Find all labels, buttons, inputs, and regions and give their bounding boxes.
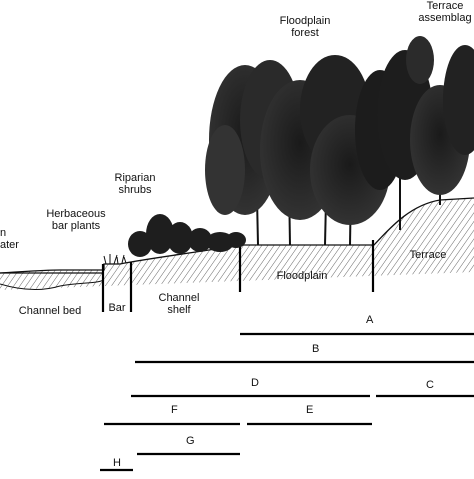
segment-H-label: H xyxy=(113,457,121,469)
channel-shelf-line1: Channel xyxy=(158,292,200,304)
terrace-assemblage-label: Terrace assemblag xyxy=(410,0,474,24)
herbaceous-label: Herbaceous bar plants xyxy=(36,208,116,232)
herbaceous-plants xyxy=(103,254,127,265)
terrace-assemblage-line1: Terrace xyxy=(426,0,464,12)
segment-C-label: C xyxy=(426,379,434,391)
riparian-shrubs-line2: shrubs xyxy=(118,184,152,196)
herbaceous-line1: Herbaceous xyxy=(46,208,106,220)
segment-D-label: D xyxy=(251,377,259,389)
riparian-shrubs xyxy=(128,214,246,257)
riparian-shrubs-label: Riparian shrubs xyxy=(105,172,165,196)
segment-A-label: A xyxy=(366,314,374,326)
floodplain-forest-label: Floodplain forest xyxy=(270,15,340,39)
floodplain-forest-line1: Floodplain xyxy=(279,15,331,27)
channel-bed-line xyxy=(0,279,105,291)
terrace-trees xyxy=(377,36,474,230)
terrace-label: Terrace xyxy=(409,249,447,261)
ground-surface xyxy=(0,198,474,290)
water-label: n ater xyxy=(0,227,30,251)
herbaceous-line2: bar plants xyxy=(51,220,101,232)
water-line1: n xyxy=(0,227,7,239)
segment-B-label: B xyxy=(312,343,320,355)
floodplain-label: Floodplain xyxy=(276,270,328,282)
riparian-shrubs-line1: Riparian xyxy=(114,172,156,184)
segment-G-label: G xyxy=(186,435,195,447)
terrace-assemblage-line2: assemblag xyxy=(418,12,472,24)
segment-F-label: F xyxy=(171,404,178,416)
water-line2: ater xyxy=(0,239,19,251)
bar-label: Bar xyxy=(108,302,126,314)
floodplain-forest xyxy=(205,55,405,246)
floodplain-forest-line2: forest xyxy=(291,27,319,39)
channel-shelf-line2: shelf xyxy=(167,304,191,316)
segment-E-label: E xyxy=(306,404,314,416)
channel-bed-label: Channel bed xyxy=(18,305,82,317)
channel-shelf-label: Channel shelf xyxy=(148,292,210,316)
ground-outline xyxy=(0,197,474,274)
